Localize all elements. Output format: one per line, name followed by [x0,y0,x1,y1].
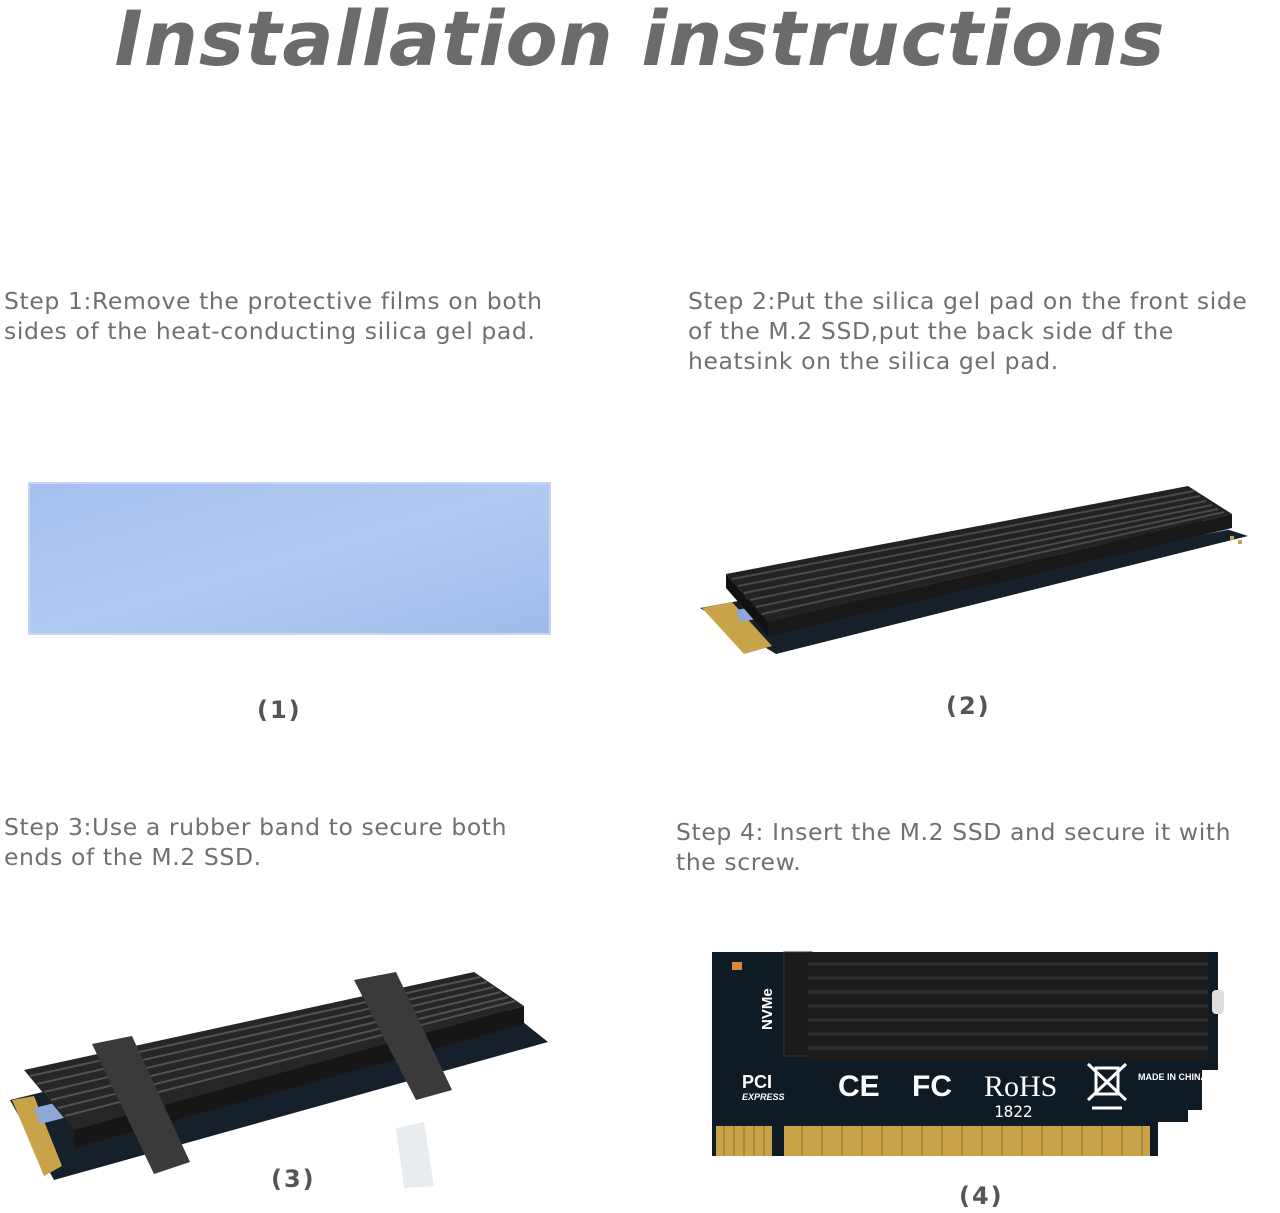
express-logo-text: EXPRESS [742,1092,785,1102]
step-2-text: Step 2:Put the silica gel pad on the fro… [688,286,1247,376]
made-in-label: MADE IN CHINA [1138,1072,1207,1082]
caption-1: (1) [257,696,302,724]
step-4-line: Step 4: Insert the M.2 SSD and secure it… [676,818,1232,846]
caption-3: (3) [271,1165,316,1193]
step-1-line: Step 1:Remove the protective films on bo… [4,287,543,315]
step-4-line: the screw. [676,848,802,876]
caption-2: (2) [946,692,991,720]
step-4-text: Step 4: Insert the M.2 SSD and secure it… [676,817,1231,877]
rohs-mark: RoHS [984,1070,1057,1103]
weee-bin-icon [1086,1062,1128,1110]
page-title: Installation instructions [114,0,1166,83]
step-2-line: Step 2:Put the silica gel pad on the fro… [688,287,1248,315]
rohs-code: 1822 [994,1102,1033,1121]
silica-gel-pad-image [28,482,551,635]
step-3-line: ends of the M.2 SSD. [4,843,262,871]
pcie-adapter-card-image: NVMe PCI EXPRESS CE FC RoHS 1822 MADE IN… [712,951,1224,1156]
ssd-with-heatsink-image [700,486,1248,654]
nvme-label: NVMe [759,988,776,1030]
caption-4: (4) [959,1182,1004,1210]
step-1-text: Step 1:Remove the protective films on bo… [4,286,543,346]
ce-mark: CE [838,1070,880,1103]
step-3-text: Step 3:Use a rubber band to secure both … [4,812,507,872]
ssd-with-rubber-bands-image [10,972,548,1188]
step-3-line: Step 3:Use a rubber band to secure both [4,813,508,841]
pci-logo-text: PCI [742,1072,772,1092]
fc-mark: FC [912,1070,952,1103]
step-2-line: of the M.2 SSD,put the back side df the [688,317,1174,345]
step-2-line: heatsink on the silica gel pad. [688,347,1059,375]
step-1-line: sides of the heat-conducting silica gel … [4,317,536,345]
